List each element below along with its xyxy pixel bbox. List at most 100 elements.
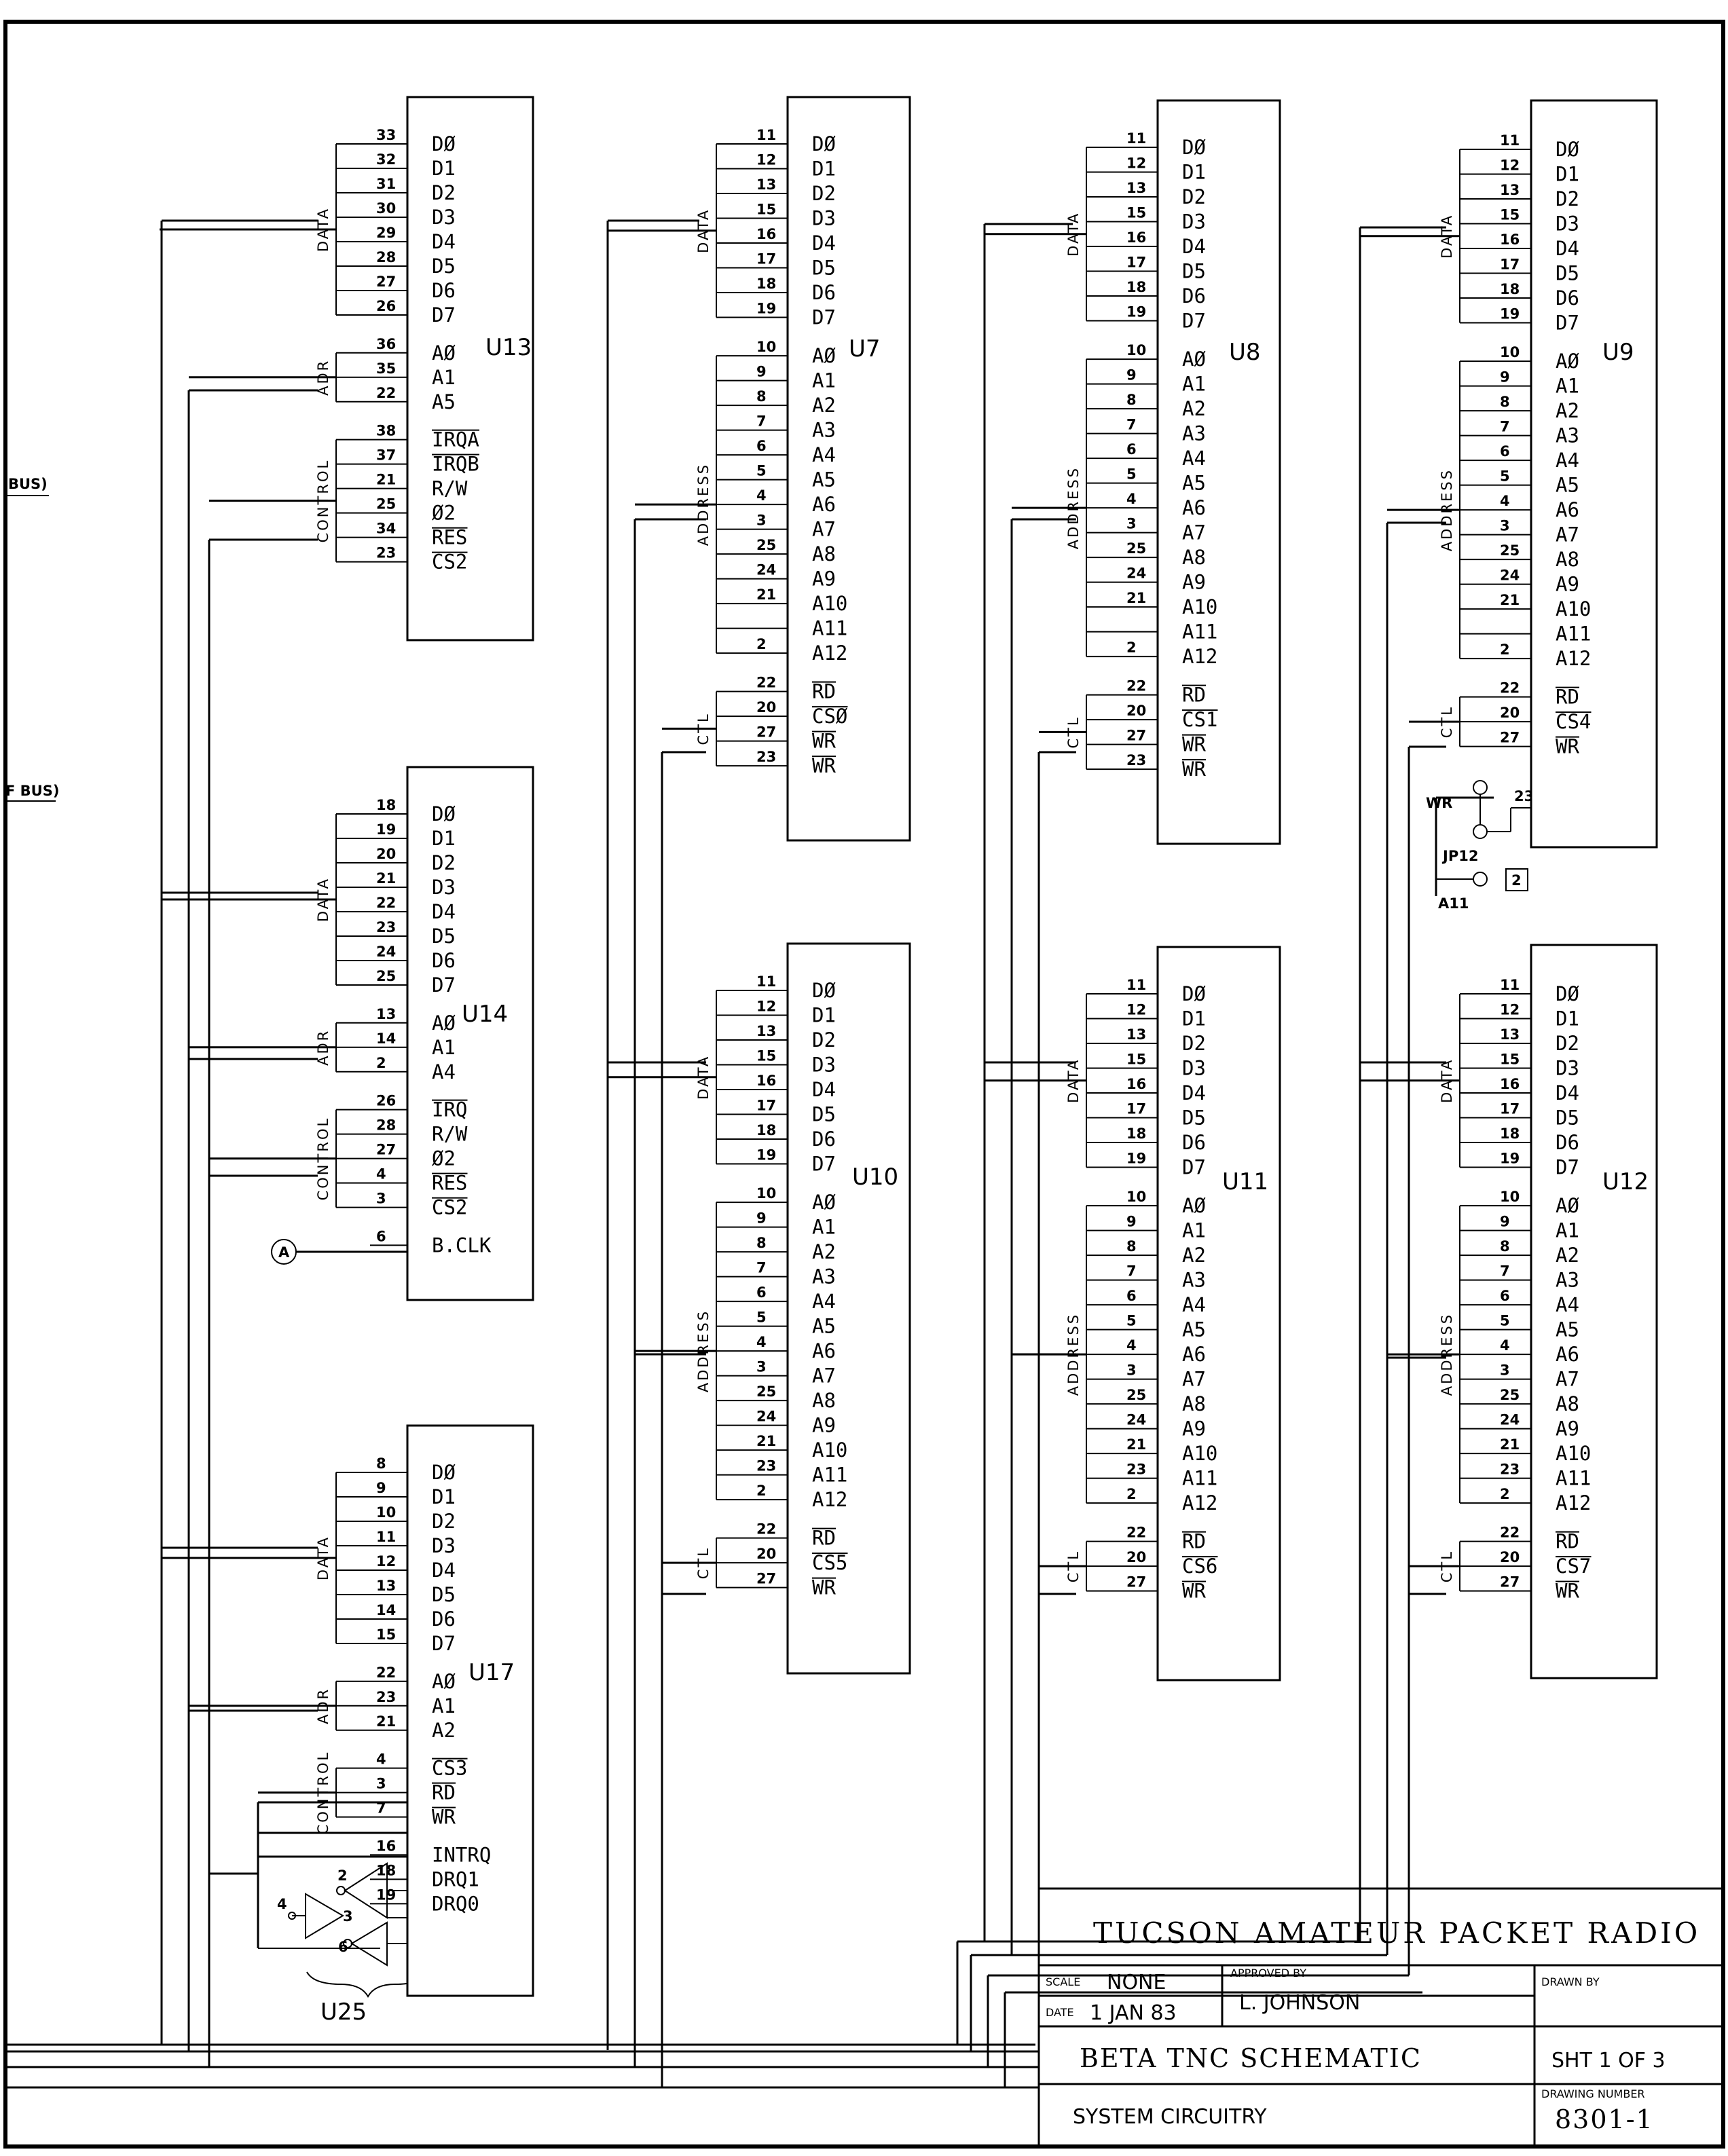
pin-number: 29 bbox=[376, 225, 396, 241]
pin-number: 17 bbox=[1126, 255, 1146, 271]
pin-signal: D2 bbox=[812, 182, 836, 205]
pin-number: 16 bbox=[1126, 1076, 1146, 1092]
pin-number: 16 bbox=[1500, 1076, 1520, 1092]
pin-signal: D4 bbox=[432, 230, 456, 253]
pin-number: 15 bbox=[376, 1627, 396, 1643]
pin-signal: A9 bbox=[812, 1414, 836, 1437]
pin-number: 18 bbox=[376, 797, 396, 813]
pin-number: 3 bbox=[376, 1191, 386, 1207]
pin-number: 7 bbox=[1500, 1263, 1510, 1280]
pin-number: 19 bbox=[1126, 1151, 1146, 1167]
pin-number: 38 bbox=[376, 423, 396, 439]
pin-signal: D3 bbox=[1556, 212, 1579, 236]
pin-signal: A4 bbox=[1182, 1293, 1206, 1316]
pin-number: 34 bbox=[376, 521, 396, 537]
pin-signal: D1 bbox=[432, 827, 456, 850]
pin-signal: DØ bbox=[1182, 136, 1206, 159]
pin-number: 10 bbox=[756, 1185, 776, 1202]
pin-signal: A7 bbox=[812, 1364, 836, 1388]
pin-number: 19 bbox=[376, 1887, 396, 1903]
pin-number: 21 bbox=[376, 472, 396, 488]
pin-signal: D2 bbox=[1182, 1032, 1206, 1055]
tb-scale-value: NONE bbox=[1107, 1971, 1166, 1994]
pin-number: 20 bbox=[376, 846, 396, 862]
chip-ref: U12 bbox=[1602, 1168, 1649, 1195]
pin-number: 33 bbox=[376, 127, 396, 143]
chip-ref: U8 bbox=[1229, 339, 1261, 366]
pin-number: 15 bbox=[1126, 205, 1146, 221]
pin-number: 5 bbox=[1500, 468, 1510, 485]
pin-number: 6 bbox=[376, 1228, 386, 1244]
pin-number: 19 bbox=[1500, 306, 1520, 322]
pin-signal: A3 bbox=[1556, 424, 1579, 447]
svg-text:A: A bbox=[278, 1244, 290, 1261]
tb-drawing-label: DRAWING NUMBER bbox=[1541, 2087, 1645, 2100]
pin-signal: D3 bbox=[432, 876, 456, 899]
tb-approved-value: L. JOHNSON bbox=[1239, 1991, 1360, 2015]
pin-number: 12 bbox=[1126, 155, 1146, 172]
pin-number: 6 bbox=[1126, 441, 1137, 458]
pin-number: 25 bbox=[756, 1383, 776, 1400]
pin-number: 18 bbox=[1126, 1126, 1146, 1142]
pin-signal: D6 bbox=[812, 281, 836, 304]
pin-signal: DØ bbox=[812, 132, 836, 155]
pin-signal: D6 bbox=[1556, 286, 1579, 310]
pin-signal: A5 bbox=[812, 468, 836, 491]
pin-number: 2 bbox=[756, 636, 767, 652]
pin-signal: A9 bbox=[1182, 571, 1206, 594]
pin-number: 3 bbox=[1500, 1362, 1510, 1379]
pin-signal: A10 bbox=[812, 592, 847, 615]
pin-number: 27 bbox=[376, 274, 396, 290]
pin-number: 28 bbox=[376, 249, 396, 265]
pin-signal: A12 bbox=[812, 642, 847, 665]
pin-signal: A7 bbox=[812, 518, 836, 541]
pin-number: 18 bbox=[1500, 281, 1520, 297]
pin-number: 22 bbox=[376, 385, 396, 401]
pin-signal: RES bbox=[432, 526, 467, 549]
pin-number: 13 bbox=[1126, 180, 1146, 196]
pin-signal: D3 bbox=[812, 207, 836, 230]
pin-signal: D4 bbox=[812, 231, 836, 255]
chip-body bbox=[406, 1424, 534, 1997]
connector-a: A bbox=[271, 1239, 407, 1265]
pin-signal: WR bbox=[812, 754, 836, 777]
pin-number: 6 bbox=[756, 1284, 767, 1301]
pin-number: 3 bbox=[756, 513, 767, 529]
pin-number: 16 bbox=[376, 1838, 396, 1854]
pin-signal: RD bbox=[1556, 1530, 1579, 1553]
pin-signal: D5 bbox=[812, 1103, 836, 1126]
pin-number: 20 bbox=[1126, 1549, 1146, 1565]
pin-number: 22 bbox=[1126, 1525, 1146, 1541]
pin-number: 13 bbox=[1500, 182, 1520, 198]
pin-number: 23 bbox=[376, 919, 396, 935]
pin-number: 16 bbox=[1500, 231, 1520, 248]
pin-signal: WR bbox=[1556, 735, 1579, 758]
pin-number: 7 bbox=[756, 1260, 767, 1276]
pin-number: 4 bbox=[756, 487, 767, 504]
pin-signal: A7 bbox=[1182, 521, 1206, 544]
pin-number: 25 bbox=[1126, 540, 1146, 557]
pin-number: 15 bbox=[756, 202, 776, 218]
pin-number: 24 bbox=[376, 944, 396, 960]
pin-signal: A8 bbox=[1556, 1392, 1579, 1415]
jp12-wr-label: WR bbox=[1426, 795, 1452, 811]
jp12-note: 2 bbox=[1511, 872, 1522, 889]
pin-number: 30 bbox=[376, 200, 396, 217]
pin-signal: D1 bbox=[1182, 161, 1206, 184]
sheet-border bbox=[3, 20, 1725, 2149]
pin-number: 31 bbox=[376, 176, 396, 192]
pin-number: 3 bbox=[1126, 516, 1137, 532]
pin-signal: Ø2 bbox=[432, 502, 456, 525]
pin-number: 13 bbox=[1500, 1026, 1520, 1043]
pin-signal: A11 bbox=[1182, 1467, 1217, 1490]
pin-signal: D7 bbox=[432, 303, 456, 327]
pin-number: 10 bbox=[1500, 344, 1520, 360]
pin-signal: AØ bbox=[812, 1191, 836, 1214]
pin-signal: AØ bbox=[1556, 1194, 1579, 1217]
pin-signal: D5 bbox=[1182, 260, 1206, 283]
pin-signal: A3 bbox=[1556, 1269, 1579, 1292]
pin-signal: A3 bbox=[1182, 422, 1206, 445]
pin-signal: CS4 bbox=[1556, 710, 1591, 733]
pin-signal: D7 bbox=[1556, 312, 1579, 335]
